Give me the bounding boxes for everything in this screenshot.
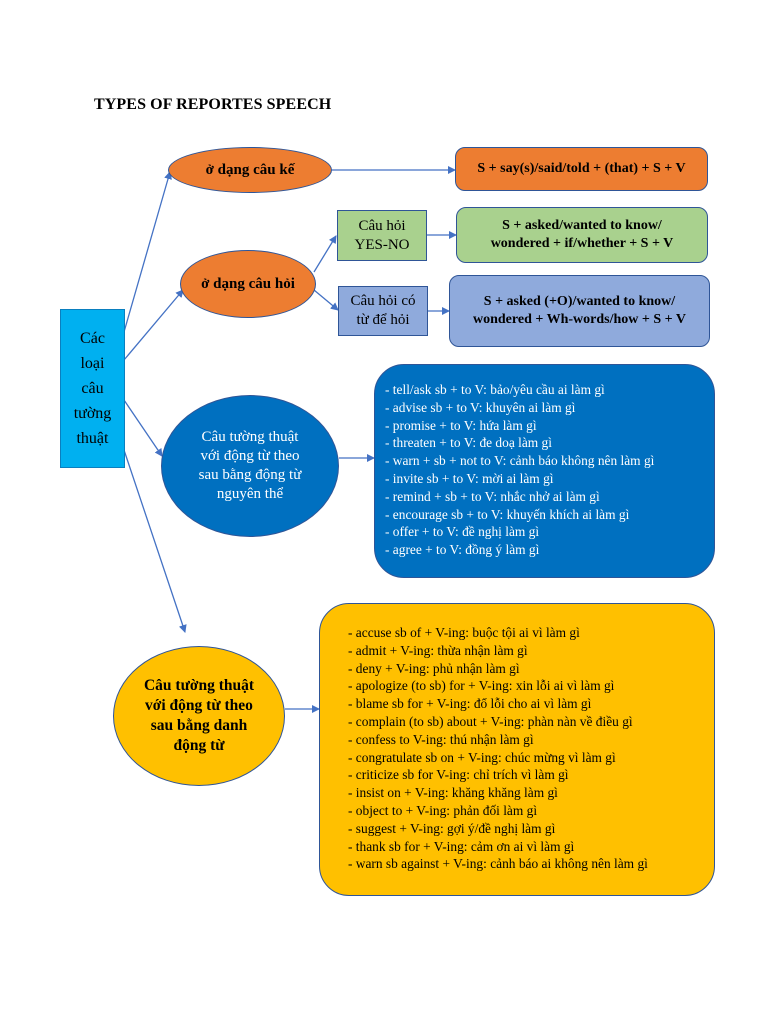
wh-label-line: từ để hỏi <box>356 312 410 328</box>
list-item: - object to + V-ing: phản đối làm gì <box>348 802 538 818</box>
wh-question-node: Câu hỏi có từ để hỏi <box>338 286 428 336</box>
list-item: - blame sb for + V-ing: đổ lỗi cho ai vì… <box>348 696 592 712</box>
list-item: - advise sb + to V: khuyên ai làm gì <box>385 399 576 415</box>
wh-formula-line: S + asked (+O)/wanted to know/ <box>483 294 676 309</box>
statement-formula-box: S + say(s)/said/told + (that) + S + V <box>455 147 708 191</box>
arrow-root-to-question <box>123 289 184 361</box>
list-item: - thank sb for + V-ing: cảm ơn ai vì làm… <box>348 838 575 854</box>
list-item: - invite sb + to V: mời ai làm gì <box>385 470 554 486</box>
infinitive-verb-list: - tell/ask sb + to V: bảo/yêu cầu ai làm… <box>374 364 715 578</box>
yes-no-formula-line: wondered + if/whether + S + V <box>490 236 674 251</box>
gerund-verb-list: - accuse sb of + V-ing: buộc tội ai vì l… <box>319 603 715 896</box>
list-item: - agree + to V: đồng ý làm gì <box>385 542 540 558</box>
list-item: - criticize sb for V-ing: chỉ trích vì l… <box>348 767 569 783</box>
wh-formula-line: wondered + Wh-words/how + S + V <box>473 312 686 327</box>
page-title: TYPES OF REPORTES SPEECH <box>94 96 332 113</box>
list-item: - insist on + V-ing: khăng khăng làm gì <box>348 785 558 801</box>
gerund-node: Câu tường thuật với động từ theo sau bằn… <box>113 646 285 786</box>
statement-node: ở dạng câu kế <box>168 147 332 193</box>
list-item: - offer + to V: đề nghị làm gì <box>385 524 540 540</box>
list-item: - encourage sb + to V: khuyến khích ai l… <box>385 506 630 522</box>
list-item: - tell/ask sb + to V: bảo/yêu cầu ai làm… <box>385 382 605 397</box>
list-item: - congratulate sb on + V-ing: chúc mừng … <box>348 749 616 765</box>
list-item: - remind + sb + to V: nhắc nhở ai làm gì <box>385 488 600 504</box>
list-item: - accuse sb of + V-ing: buộc tội ai vì l… <box>348 625 580 640</box>
list-item: - confess to V-ing: thú nhận làm gì <box>348 731 534 747</box>
list-item: - warn sb against + V-ing: cảnh báo ai k… <box>348 856 648 872</box>
yes-no-formula-box: S + asked/wanted to know/ wondered + if/… <box>456 207 708 263</box>
wh-formula-box: S + asked (+O)/wanted to know/ wondered … <box>449 275 710 347</box>
root-line: tường <box>73 405 112 422</box>
arrow-root-to-statement <box>123 171 172 333</box>
yes-no-question-node: Câu hỏi YES-NO <box>337 210 427 261</box>
root-line: loại <box>80 355 105 372</box>
root-line: Các <box>80 330 105 347</box>
list-item: - apologize (to sb) for + V-ing: xin lỗi… <box>348 678 615 694</box>
root-line: thuật <box>76 430 109 447</box>
yes-no-label-line: Câu hỏi <box>358 217 406 234</box>
yes-no-formula-line: S + asked/wanted to know/ <box>502 218 662 233</box>
list-item: - admit + V-ing: thừa nhận làm gì <box>348 642 528 658</box>
wh-label-line: Câu hỏi có <box>350 293 416 309</box>
root-node: Các loại câu tường thuật <box>60 309 125 468</box>
infinitive-node: Câu tường thuật với động từ theo sau bằn… <box>161 395 339 537</box>
list-item: - warn + sb + not to V: cảnh báo không n… <box>385 453 655 469</box>
arrow-question-to-yesno <box>313 235 337 273</box>
list-item: - suggest + V-ing: gợi ý/đề nghị làm gì <box>348 820 556 836</box>
yes-no-label-line: YES-NO <box>354 236 410 253</box>
list-item: - deny + V-ing: phủ nhận làm gì <box>348 660 520 676</box>
list-item: - threaten + to V: đe doạ làm gì <box>385 435 552 451</box>
root-line: câu <box>81 380 104 397</box>
question-node: ở dạng câu hỏi <box>180 250 316 318</box>
list-item: - complain (to sb) about + V-ing: phàn n… <box>348 713 633 729</box>
arrow-root-to-infinitive <box>123 399 163 457</box>
arrow-question-to-wh <box>313 289 339 311</box>
list-item: - promise + to V: hứa làm gì <box>385 417 537 433</box>
